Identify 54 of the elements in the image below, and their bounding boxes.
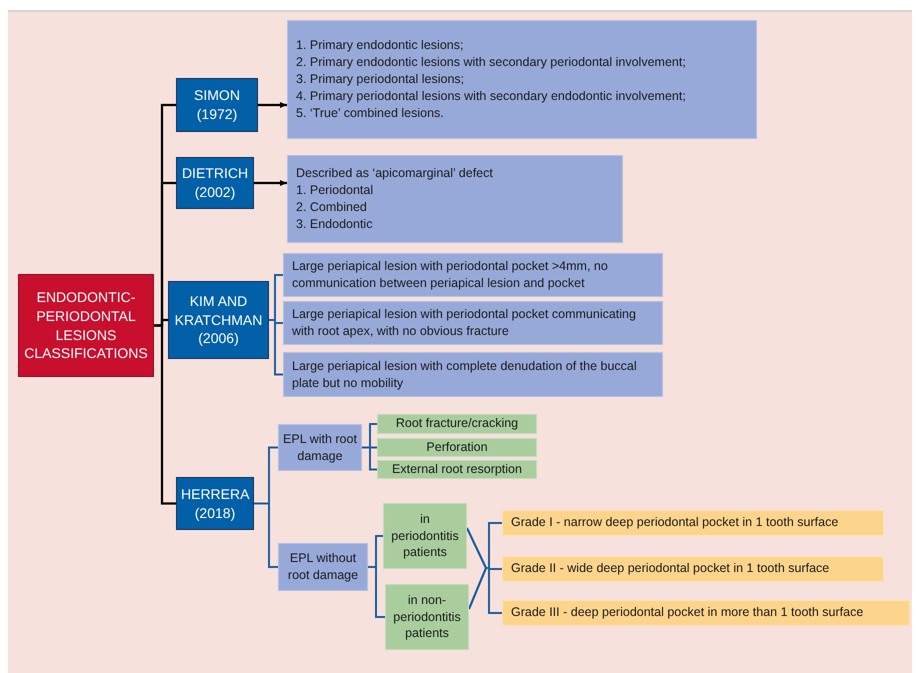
box-text: 2. Primary endodontic lesions with secondary periodontal involvement; [296,54,686,72]
description-box [377,460,537,479]
description-box [502,600,910,626]
box-text: KIM AND KRATCHMAN (2006) [174,292,264,348]
box-text: Perforation [426,440,488,454]
box-text: 3. Primary periodontal lesions; [296,71,464,88]
description-box [278,543,368,591]
description-box [278,424,362,471]
description-box [287,155,623,243]
category-box [176,157,254,209]
box-text: External root resorption [392,462,522,476]
box-text: Described as ‘apicomarginal’ defect [296,165,493,182]
box-text: Large periapical lesion with complete denudation of the buccal plate but no mobility [292,358,638,392]
box-text: Large periapical lesion with periodontal pocket communicating with root apex, with no obvious fracture [292,306,637,340]
box-text: SIMON (1972) [193,86,241,124]
box-text: 3. Endodontic [296,216,372,233]
box-text: 4. Primary periodontal lesions with secondary endodontic involvement; [296,88,686,105]
bracket-connector [154,324,176,505]
box-text: Grade III - deep periodontal pocket in more than 1 tooth surface [511,606,864,620]
box-text: ENDODONTIC-PERIODONTAL LESIONS CLASSIFICATIONS [23,288,149,364]
box-text: Grade I - narrow deep periodontal pocket in 1 tooth surface [511,516,838,530]
bracket-connector [368,566,385,618]
box-text: in non-periodontitis patients [392,592,462,642]
box-text: HERRERA (2018) [181,484,249,522]
category-box [168,281,269,359]
description-box [377,414,537,434]
box-text: 1. Primary endodontic lesions; [296,37,464,54]
arrow [254,180,287,186]
box-text: in periodontitis patients [390,510,460,562]
box-text: EPL without root damage [286,550,360,584]
box-text: 1. Periodontal [296,182,374,199]
description-box [283,301,663,345]
description-box [502,510,884,536]
description-box [287,20,757,139]
box-text: DIETRICH (2002) [181,164,249,202]
category-box [176,477,254,530]
description-box [385,584,469,650]
box-text: Large periapical lesion with periodontal pocket >4mm, no communication between periapical lesion and pocket [292,258,609,292]
bracket-connector [254,502,278,568]
description-box [383,503,467,569]
category-box [176,78,258,132]
box-text: Root fracture/cracking [396,417,518,431]
description-box [502,556,884,582]
bracket-connector [269,319,283,376]
box-text: EPL with root damage [283,430,357,464]
description-box [283,352,663,397]
arrow [258,102,287,108]
bracket-connector [362,446,377,470]
box-text: 2. Combined [296,199,367,216]
description-box [283,253,663,297]
description-box [377,438,537,457]
box-text: Grade II - wide deep periodontal pocket in 1 tooth surface [511,562,830,576]
box-text: 5. ‘True’ combined lesions. [296,104,444,122]
category-box [18,274,154,377]
